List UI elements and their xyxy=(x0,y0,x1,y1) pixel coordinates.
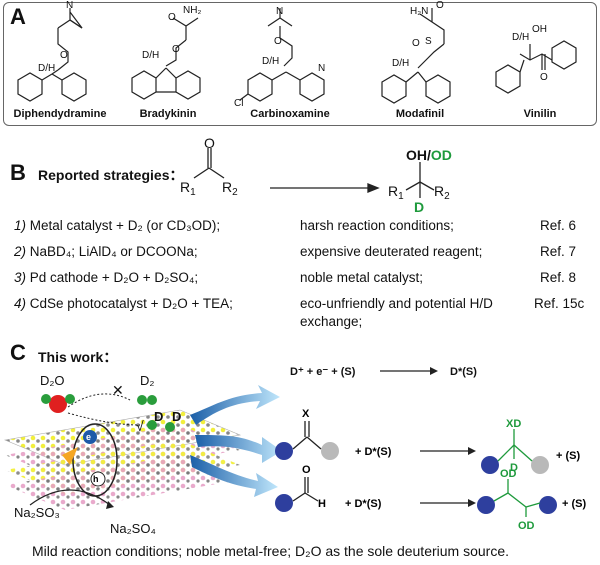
svg-text:+ (S): + (S) xyxy=(562,498,586,510)
svg-text:+ D*(S): + D*(S) xyxy=(345,498,382,510)
svg-text:O: O xyxy=(436,0,444,11)
svg-text:OH/OD: OH/OD xyxy=(406,147,452,163)
svg-text:D/H: D/H xyxy=(262,56,279,67)
svg-text:X: X xyxy=(302,408,310,420)
strategy-row-3: 3) Pd cathode + D₂O + D₂SO₄; xyxy=(14,270,199,285)
strategy-ref-4: Ref. 15c xyxy=(534,296,585,311)
d2o-molecule xyxy=(41,394,75,413)
bradykinin-structure xyxy=(131,17,201,100)
output-arrows xyxy=(190,385,282,497)
panel-b-letter: B xyxy=(10,160,26,185)
svg-text:D: D xyxy=(414,199,424,215)
svg-text:D/H: D/H xyxy=(512,32,529,43)
reaction-scheme: O R1 R2 OH/OD R1 R2 D xyxy=(180,135,452,215)
svg-text:OD: OD xyxy=(518,520,535,532)
svg-text:e: e xyxy=(86,432,91,442)
strategy-issue-4: eco-unfriendly and potential H/D xyxy=(300,296,493,311)
svg-text:S: S xyxy=(425,36,432,47)
svg-text:√: √ xyxy=(136,418,144,434)
svg-text:h: h xyxy=(93,474,99,484)
d2-label: D₂ xyxy=(140,373,154,388)
eq1-left: D⁺ + e⁻ + (S) xyxy=(290,366,356,378)
svg-text:XD: XD xyxy=(506,418,521,430)
svg-text:R2: R2 xyxy=(222,179,238,198)
svg-text:D: D xyxy=(510,462,518,474)
na2so4-label: Na₂SO₄ xyxy=(110,521,156,536)
strategy-ref-1: Ref. 6 xyxy=(540,218,577,233)
svg-text:O: O xyxy=(302,464,311,476)
svg-text:Cl: Cl xyxy=(234,98,243,109)
svg-text:✕: ✕ xyxy=(112,382,124,398)
equation-2: X + D*(S) XD D + (S) xyxy=(275,408,580,474)
diphenhydramine-structure xyxy=(17,8,87,102)
panel-c-letter: C xyxy=(10,340,26,365)
strategy-ref-3: Ref. 8 xyxy=(540,270,577,285)
photocatalysis-illustration: e h D₂O D₂ ✕ D D √ Na₂SO₃ Na₂SO₄ D⁺ + e⁻… xyxy=(3,366,586,536)
vinilin-structure xyxy=(495,40,577,94)
svg-text:N: N xyxy=(276,6,283,17)
compound-name-modafinil: Modafinil xyxy=(395,108,445,120)
modafinil-structure xyxy=(381,8,451,104)
svg-text:H: H xyxy=(318,498,326,510)
svg-text:+ D*(S): + D*(S) xyxy=(355,446,392,458)
strategy-issue-4b: exchange; xyxy=(300,314,363,329)
svg-text:D/H: D/H xyxy=(392,58,409,69)
svg-text:D/H: D/H xyxy=(142,50,159,61)
carbonyl-oxygen: O xyxy=(204,135,215,151)
svg-text:O: O xyxy=(412,38,420,49)
svg-text:OD: OD xyxy=(500,468,517,480)
strategy-issue-2: expensive deuterated reagent; xyxy=(300,244,483,259)
svg-text:O: O xyxy=(168,12,176,23)
svg-text:OH: OH xyxy=(532,24,547,35)
compound-name-vinilin: Vinilin xyxy=(523,108,557,120)
d-atom-2 xyxy=(165,422,175,432)
panel-c-footer: Mild reaction conditions; noble metal-fr… xyxy=(32,543,509,559)
d-atom xyxy=(147,420,157,430)
eq1-right: D*(S) xyxy=(450,366,477,378)
svg-text:D: D xyxy=(154,409,163,424)
carbinoxamine-structure xyxy=(239,8,325,102)
svg-text:R2: R2 xyxy=(434,183,450,202)
svg-text:O: O xyxy=(172,44,180,55)
svg-text:N: N xyxy=(318,63,325,74)
svg-text:N: N xyxy=(66,0,73,11)
strategy-row-4: 4) CdSe photocatalyst + D₂O + TEA; xyxy=(14,296,233,311)
d2o-label: D₂O xyxy=(40,373,65,388)
svg-text:+ (S): + (S) xyxy=(556,450,580,462)
strategy-row-1: 1) Metal catalyst + D₂ (or CD₃OD); xyxy=(14,218,221,233)
svg-text:O: O xyxy=(540,72,548,83)
light-icon xyxy=(62,447,78,465)
panel-c-heading: This work： xyxy=(38,349,118,365)
strategy-issue-1: harsh reaction conditions; xyxy=(300,218,454,233)
d2-molecule xyxy=(137,395,157,405)
strategy-ref-2: Ref. 7 xyxy=(540,244,577,259)
svg-text:H₂N: H₂N xyxy=(410,6,428,17)
equation-3: O H + D*(S) OD OD + (S) xyxy=(275,464,586,532)
d-h-label-1: D/H xyxy=(38,63,55,74)
compound-name-bradykinin: Bradykinin xyxy=(139,108,197,120)
compound-name-carbinoxamine: Carbinoxamine xyxy=(250,108,330,120)
panel-a-letter: A xyxy=(10,4,26,29)
svg-text:NH₂: NH₂ xyxy=(183,5,201,16)
svg-text:O: O xyxy=(274,36,282,47)
strategy-row-2: 2) NaBD₄; LiAlD₄ or DCOONa; xyxy=(14,244,198,259)
panel-b-heading: Reported strategies： xyxy=(38,167,184,183)
panel-a-frame xyxy=(3,2,597,126)
svg-text:R1: R1 xyxy=(180,179,196,198)
svg-text:O: O xyxy=(60,50,68,61)
compound-name-diphendydramine: Diphendydramine xyxy=(13,108,107,120)
svg-text:R1: R1 xyxy=(388,183,404,202)
catalyst-sheet xyxy=(3,409,242,510)
svg-text:D: D xyxy=(172,409,181,424)
na2so3-label: Na₂SO₃ xyxy=(14,505,60,520)
strategy-issue-3: noble metal catalyst; xyxy=(300,270,424,285)
